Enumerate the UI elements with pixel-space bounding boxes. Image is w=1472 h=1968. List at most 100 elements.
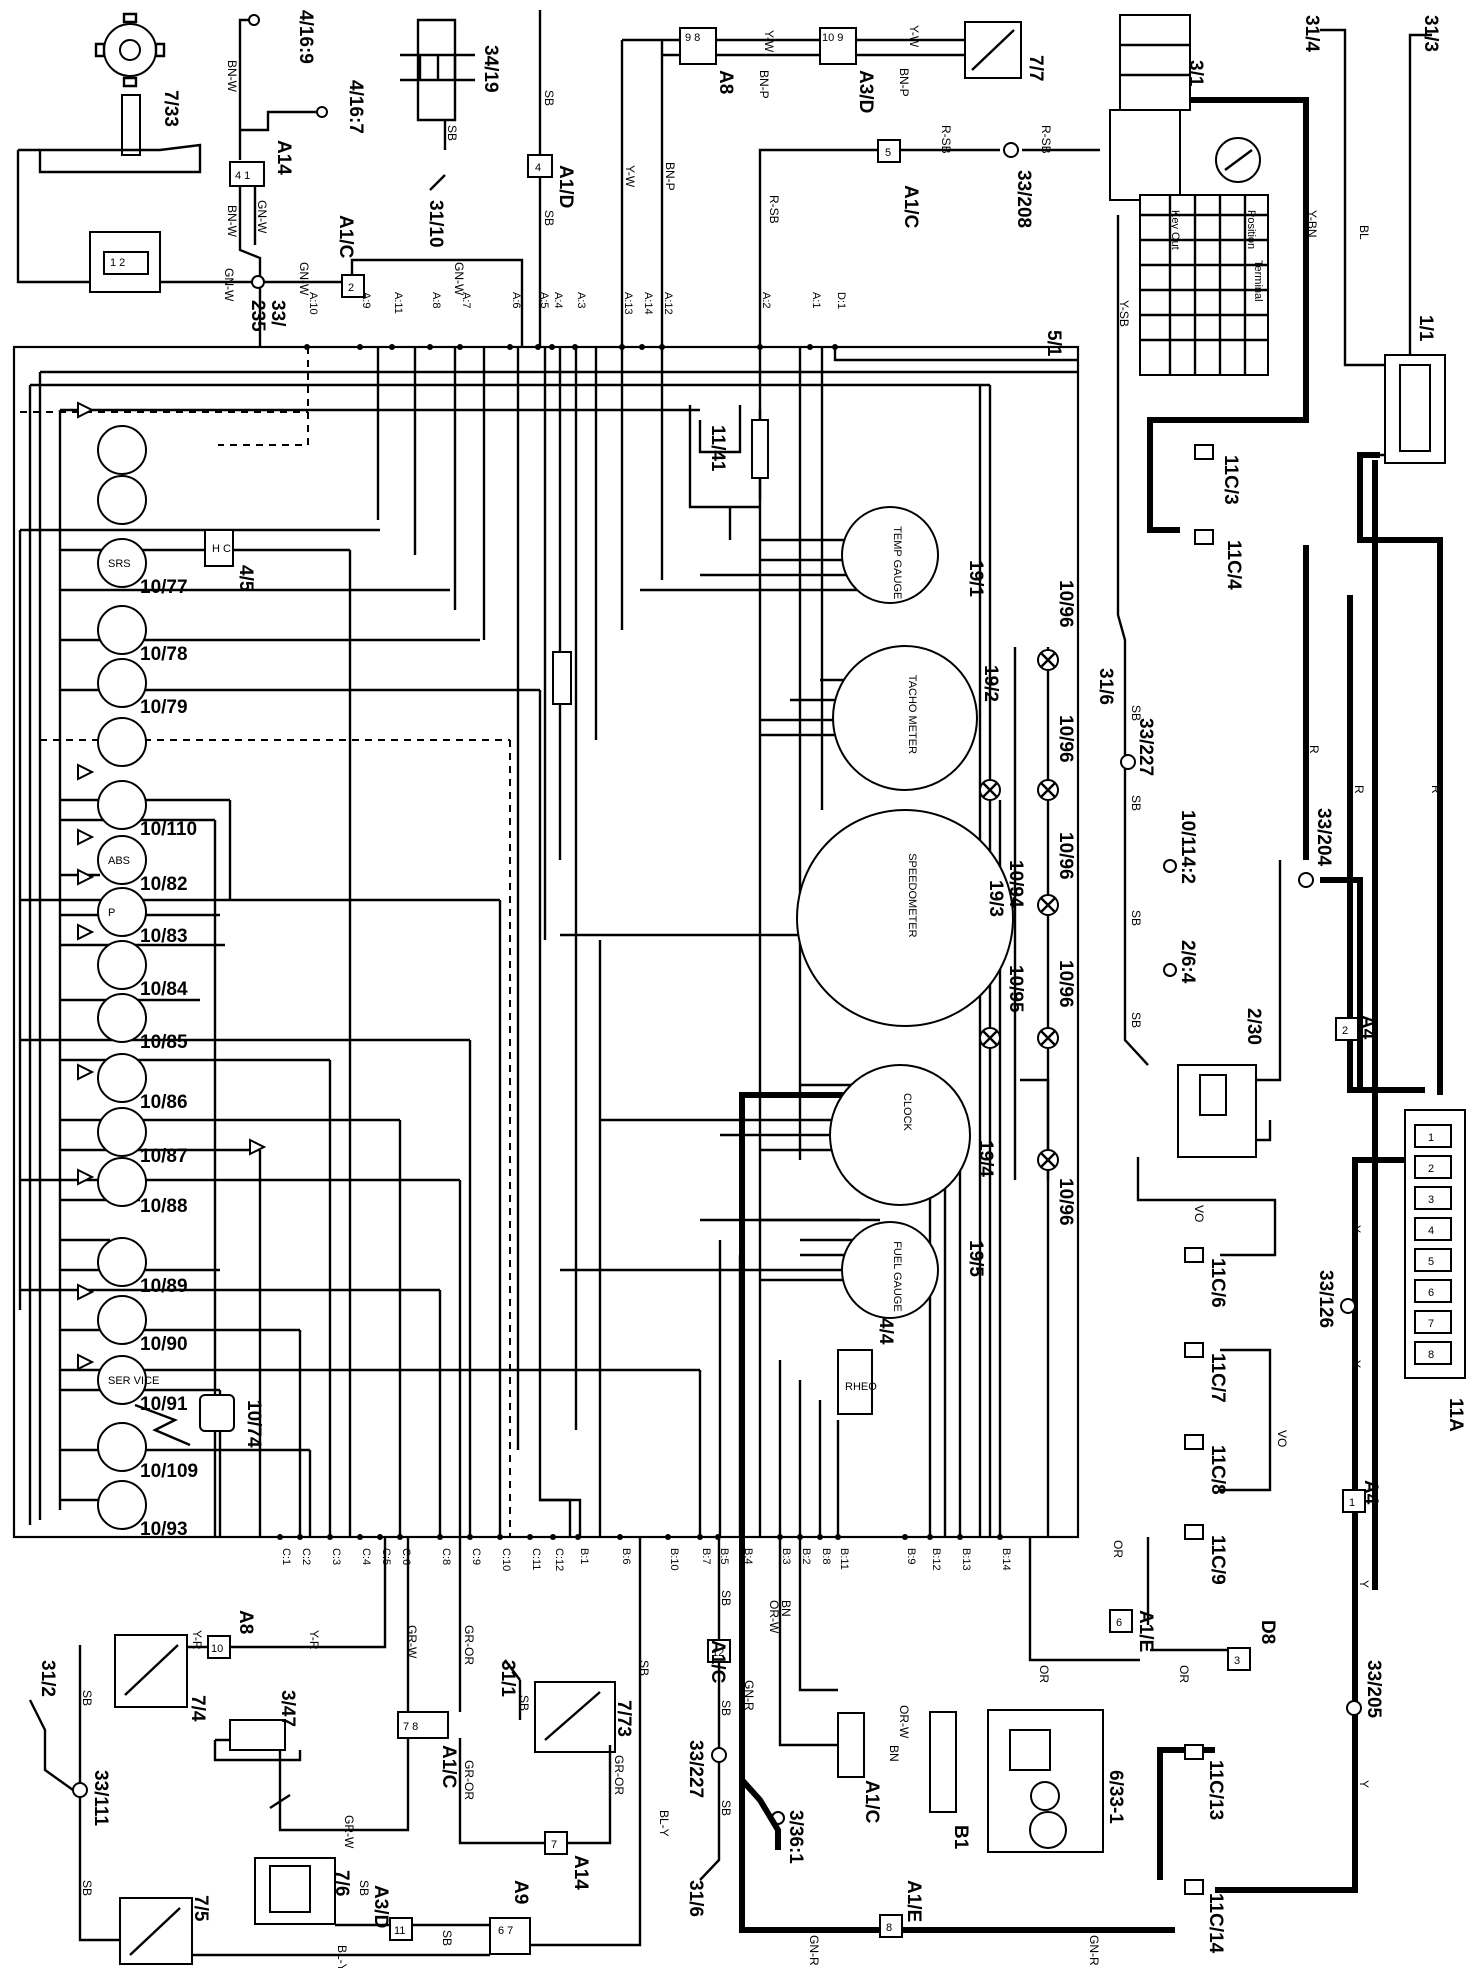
svg-text:SB: SB [719, 1700, 733, 1716]
bottom-pin-label: C:4 [360, 1548, 372, 1565]
svg-text:Y: Y [1357, 1780, 1371, 1788]
indicator-label: 10/82 [140, 874, 188, 895]
bulb-cross [1040, 782, 1056, 798]
connector-a14-top: 4 1 A14 BN-W BN-W GN-W GN-W [222, 60, 294, 347]
svg-text:33/111: 33/111 [90, 1770, 111, 1826]
service-indicator-10-74: 10/74 [134, 1394, 264, 1448]
svg-text:BN-P: BN-P [897, 68, 911, 97]
gauge-dial [796, 809, 1014, 1027]
svg-text:SB: SB [542, 90, 556, 106]
svg-text:A3/D: A3/D [855, 70, 876, 113]
indicator-label: 10/85 [140, 1032, 188, 1053]
svg-text:10/74: 10/74 [243, 1400, 264, 1448]
svg-text:R: R [1307, 745, 1321, 754]
svg-text:2/30: 2/30 [1243, 1008, 1264, 1045]
svg-text:1: 1 [1349, 1497, 1355, 1509]
svg-text:Y-R: Y-R [307, 1630, 321, 1650]
svg-text:2: 2 [1342, 1025, 1348, 1037]
svg-text:A14: A14 [570, 1855, 591, 1890]
or-line-d8: 6 A1/E 3 D8 OR OR OR [1028, 1537, 1278, 1683]
fuse-number: 5 [1428, 1256, 1434, 1268]
bottom-pin-label: B:2 [800, 1548, 812, 1565]
svg-text:A3/D: A3/D [370, 1885, 391, 1928]
top-pin-label: A:12 [662, 292, 674, 315]
bottom-pin-dot [665, 1534, 671, 1540]
svg-text:A1/E: A1/E [1135, 1610, 1156, 1652]
indicator-label: 10/79 [140, 697, 188, 718]
lower-right-connectors: 1 A4 33/205 11C/13 11C/14 Y Y [1184, 1480, 1384, 1954]
svg-text:4/16:7: 4/16:7 [345, 80, 366, 134]
fuse-number: 6 [1428, 1287, 1434, 1299]
fuse-slot [1414, 1310, 1452, 1334]
fuse-slot [1414, 1155, 1452, 1179]
svg-text:3: 3 [1234, 1655, 1240, 1667]
bulb-cross [982, 782, 998, 798]
test-points-4-16: 4/16:9 4/16:7 [238, 10, 366, 160]
bottom-pin-label: B:7 [700, 1548, 712, 1565]
indicator-glyph: ABS [108, 855, 130, 867]
indicator-lamp [97, 1295, 147, 1345]
gnr-bottom-line: 8 A1/E GN-R GN-R 3/36:1 [739, 1777, 1101, 1966]
svg-text:GN-W: GN-W [297, 262, 311, 296]
svg-text:2/6:4: 2/6:4 [1177, 940, 1198, 984]
svg-text:6: 6 [1116, 1617, 1122, 1629]
svg-text:Y-SB: Y-SB [1117, 300, 1131, 327]
bulb-cross [1040, 1030, 1056, 1046]
indicator-lamp [97, 940, 147, 990]
svg-text:7 8: 7 8 [403, 1721, 418, 1733]
gauge-dial [832, 645, 978, 791]
svg-text:10/114:2: 10/114:2 [1177, 810, 1198, 884]
svg-text:4 1: 4 1 [235, 170, 250, 182]
fuse-slot [1414, 1217, 1452, 1241]
svg-text:11C/3: 11C/3 [1220, 455, 1241, 505]
fuse-slot [1414, 1279, 1452, 1303]
connector-a1d: 4 A1/D SB SB [527, 10, 576, 347]
svg-text:OR: OR [1177, 1665, 1191, 1683]
top-pin-label: A:7 [460, 292, 472, 309]
switch-7-4: 7/4 10 A8 Y-R Y-R SB [78, 1537, 387, 1875]
svg-text:R-SB: R-SB [1039, 125, 1053, 154]
warning-lamps-column: SRS10/7710/7810/7910/110ABS10/82P10/8310… [97, 425, 198, 1540]
gauge-face-text: SPEEDOMETER [906, 853, 918, 937]
bulb-cross [982, 1030, 998, 1046]
svg-text:SB: SB [80, 1690, 94, 1706]
svg-text:31/2: 31/2 [37, 1660, 58, 1697]
gauge-id: 19/1 [965, 560, 986, 597]
top-pin-label: D:1 [835, 292, 847, 309]
top-pin-dot [457, 344, 463, 350]
indicator-lamp [97, 780, 147, 830]
bottom-pin-label: B:6 [620, 1548, 632, 1565]
fuse-number: 8 [1428, 1349, 1434, 1361]
bulb-cross [1040, 897, 1056, 913]
svg-text:SB: SB [1129, 705, 1143, 721]
svg-text:SB: SB [719, 1800, 733, 1816]
diodes-left [77, 401, 267, 1371]
svg-text:Y: Y [1357, 1580, 1371, 1588]
indicator-lamp [97, 1480, 147, 1530]
svg-text:3/47: 3/47 [277, 1690, 298, 1727]
bottom-pin-dot [902, 1534, 908, 1540]
svg-text:7/7: 7/7 [1025, 55, 1046, 81]
svg-text:Y: Y [1349, 1360, 1363, 1368]
svg-text:SB: SB [1129, 1012, 1143, 1028]
indicator-label: 10/91 [140, 1394, 188, 1415]
svg-text:GN-R: GN-R [1087, 1935, 1101, 1966]
bottom-pin-label: B:1 [578, 1548, 590, 1565]
svg-text:GN-R: GN-R [742, 1680, 756, 1711]
indicator-lamp [97, 1237, 147, 1287]
sensor-7-33: 1 2 7/33 [16, 12, 202, 293]
svg-text:7/73: 7/73 [613, 1700, 634, 1737]
svg-text:33/204: 33/204 [1313, 808, 1334, 867]
svg-text:11/41: 11/41 [707, 425, 728, 472]
svg-text:11C/9: 11C/9 [1207, 1535, 1228, 1585]
svg-text:8: 8 [886, 1922, 892, 1934]
svg-text:GR-OR: GR-OR [462, 1760, 476, 1800]
fuse-slot [1414, 1186, 1452, 1210]
svg-text:A1/C: A1/C [900, 185, 921, 229]
bottom-pin-dot [617, 1534, 623, 1540]
bottom-pin-dot [527, 1534, 533, 1540]
svg-text:11A: 11A [1445, 1398, 1466, 1432]
